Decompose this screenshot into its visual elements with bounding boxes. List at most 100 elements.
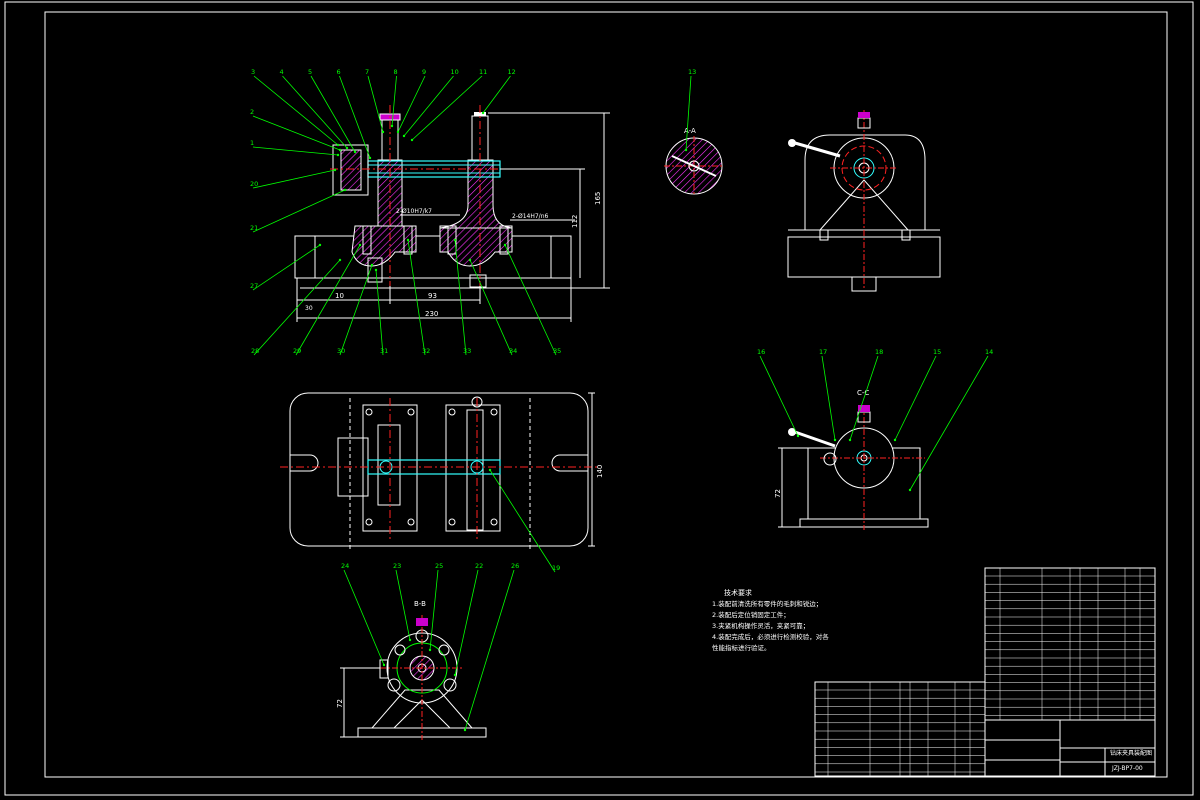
callout-27: 27 <box>250 243 322 291</box>
svg-text:9: 9 <box>422 68 426 76</box>
callout-14: 14 <box>908 348 993 492</box>
svg-text:3: 3 <box>251 68 255 76</box>
tech-note-2: 2.装配后定位销固定工件； <box>712 611 790 619</box>
svg-text:28: 28 <box>251 347 259 355</box>
svg-text:14: 14 <box>985 348 993 356</box>
technical-requirements-title: 技术要求 <box>724 589 752 597</box>
svg-text:31: 31 <box>380 347 388 355</box>
svg-text:19: 19 <box>552 564 560 572</box>
callout-28: 28 <box>251 258 342 356</box>
svg-text:23: 23 <box>393 562 401 570</box>
callout-32: 32 <box>406 238 430 356</box>
svg-text:16: 16 <box>757 348 765 356</box>
callout-31: 31 <box>374 268 388 356</box>
callout-15: 15 <box>893 348 941 442</box>
plan-base-outline <box>289 392 589 547</box>
section-cc-label: C-C <box>857 389 869 397</box>
svg-text:17: 17 <box>819 348 827 356</box>
plan-right-block <box>445 404 501 532</box>
svg-text:6: 6 <box>337 68 341 76</box>
callout-34: 34 <box>468 258 517 356</box>
tech-note-1: 1.装配前清洗所有零件的毛刺和锐边； <box>712 600 823 608</box>
callout-22: 22 <box>453 562 483 677</box>
svg-text:13: 13 <box>688 68 696 76</box>
callout-17: 17 <box>819 348 837 442</box>
front-left-support <box>351 225 417 267</box>
dim-front-total-length: 230 <box>425 310 438 318</box>
svg-text:12: 12 <box>508 68 516 76</box>
callout-2: 2 <box>250 108 342 152</box>
inner-border <box>44 11 1168 778</box>
svg-text:2: 2 <box>250 108 254 116</box>
dim-front-fit-2: 2-Ø14H7/n6 <box>512 213 548 220</box>
svg-text:26: 26 <box>511 562 519 570</box>
svg-text:5: 5 <box>308 68 312 76</box>
dim-front-mid-spacing: 93 <box>428 292 437 300</box>
front-plunger <box>367 257 383 283</box>
svg-text:33: 33 <box>463 347 471 355</box>
section-bb-label: B-B <box>414 600 426 608</box>
section-aa-view: A-A 13 <box>664 68 724 196</box>
title-drawing-number: JZJ-BP7-00 <box>1111 765 1143 772</box>
callout-8: 8 <box>390 68 398 128</box>
callout-29: 29 <box>293 243 362 356</box>
callout-9: 9 <box>396 68 426 134</box>
svg-text:15: 15 <box>933 348 941 356</box>
section-aa-label: A-A <box>684 127 696 135</box>
callout-30: 30 <box>337 263 374 356</box>
callout-5: 5 <box>308 68 357 154</box>
section-aa-callouts: 13 <box>684 68 696 152</box>
plan-view: 140 19 <box>280 392 604 573</box>
callout-23: 23 <box>393 562 412 642</box>
dim-front-lower: 30 <box>305 305 313 312</box>
svg-text:4: 4 <box>280 68 284 76</box>
tech-note-5: 性能指标进行验证。 <box>712 644 771 652</box>
svg-text:22: 22 <box>475 562 483 570</box>
callout-24: 24 <box>341 562 386 667</box>
front-right-support <box>439 225 513 267</box>
dim-front-left-offset: 10 <box>335 292 344 300</box>
dim-front-height: 165 <box>594 192 602 205</box>
tech-note-4: 4.装配完成后，必须进行检测校验，对各 <box>712 633 829 641</box>
svg-text:34: 34 <box>509 347 517 355</box>
title-block: 钻床夹具装配图 JZJ-BP7-00 <box>984 719 1156 777</box>
plan-view-callouts: 19 <box>488 468 560 573</box>
callout-7: 7 <box>365 68 385 134</box>
outer-border <box>4 1 1194 796</box>
svg-text:10: 10 <box>451 68 459 76</box>
cc-handle <box>794 430 836 448</box>
section-bb-callouts: 24 23 25 22 26 <box>341 562 519 732</box>
svg-text:21: 21 <box>250 224 258 232</box>
svg-text:35: 35 <box>553 347 561 355</box>
callout-20: 20 <box>250 168 337 189</box>
side-view-cc: C-C 72 16 17 18 15 14 <box>757 348 993 530</box>
svg-text:24: 24 <box>341 562 349 570</box>
svg-text:18: 18 <box>875 348 883 356</box>
callout-1: 1 <box>250 139 340 157</box>
technical-requirements: 技术要求 1.装配前清洗所有零件的毛刺和锐边； 2.装配后定位销固定工件； 3.… <box>712 588 892 654</box>
dim-front-fit-1: 2-Ø10H7/k7 <box>396 208 432 215</box>
callout-10: 10 <box>402 68 459 138</box>
callout-26: 26 <box>463 562 519 732</box>
title-drawing-name: 钻床夹具装配图 <box>1110 749 1152 757</box>
callout-16: 16 <box>757 348 800 438</box>
side-view-cc-callouts: 16 17 18 15 14 <box>757 348 993 492</box>
callout-12: 12 <box>481 68 516 115</box>
right-side-view <box>787 110 941 292</box>
front-base-plate <box>294 235 572 279</box>
svg-text:25: 25 <box>435 562 443 570</box>
dim-plan-width: 140 <box>596 465 604 478</box>
callout-21: 21 <box>250 188 347 233</box>
svg-text:32: 32 <box>422 347 430 355</box>
svg-text:20: 20 <box>250 180 258 188</box>
callout-3: 3 <box>251 68 340 147</box>
svg-text:7: 7 <box>365 68 369 76</box>
parts-list-lower <box>814 681 986 777</box>
dim-cc-height: 72 <box>774 489 782 498</box>
svg-text:27: 27 <box>250 282 258 290</box>
parts-list-upper <box>984 567 1156 721</box>
callout-6: 6 <box>337 68 372 160</box>
